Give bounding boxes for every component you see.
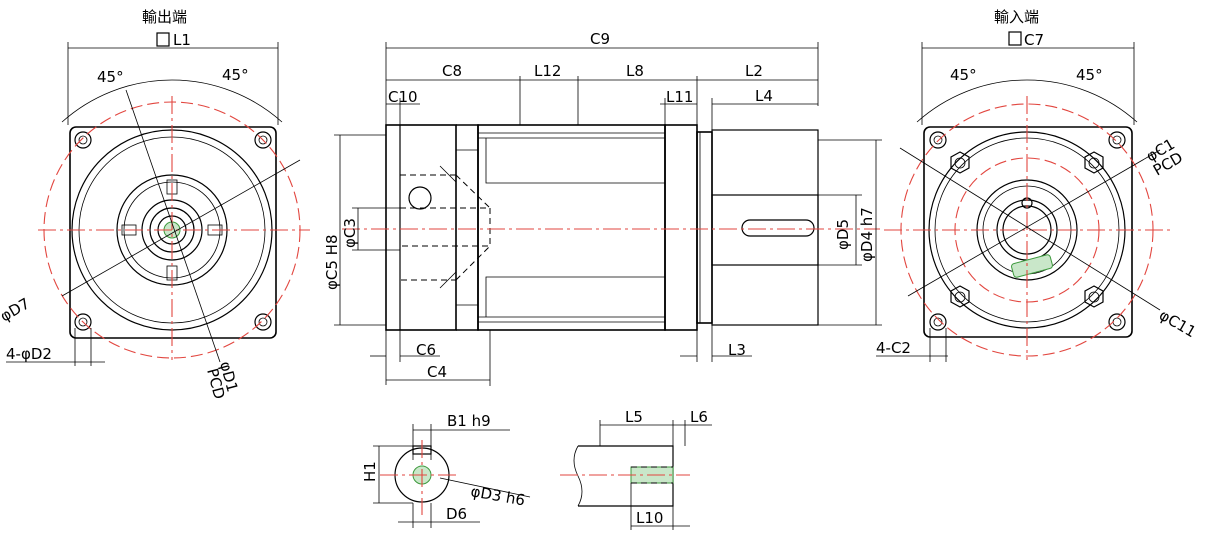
output-dia-d7: φD7 [0,294,33,325]
dim-c5: φC5 H8 [323,234,341,290]
output-holes-label: 4-φD2 [6,345,52,363]
input-square-label: C7 [1024,31,1044,49]
dim-l10: L10 [636,509,663,527]
input-angle-left: 45° [950,66,977,84]
output-square-label: L1 [173,31,191,49]
dim-c3: φC3 [341,218,359,248]
square-symbol-l1 [156,32,170,47]
input-corner-holes [929,131,1126,331]
dim-d5: φD5 [834,219,852,250]
input-dia-c11: φC11 [1156,306,1199,341]
output-end-title: 輸出端 [142,8,187,26]
dim-d4: φD4 h7 [858,207,876,262]
side-keyway [741,219,815,237]
input-end-title: 輸入端 [994,8,1039,26]
dim-l6: L6 [690,408,708,426]
input-angle-right: 45° [1076,66,1103,84]
side-gear-housing [477,124,666,331]
square-symbol-c7 [1008,31,1022,46]
dim-c8: C8 [442,62,462,80]
dim-h1: H1 [361,461,379,482]
input-hex-bolts [950,151,1104,308]
output-angle-left: 45° [97,68,124,86]
clamp-screw [1011,254,1053,278]
dim-l8: L8 [626,62,644,80]
dim-l12: L12 [534,62,561,80]
angle-arc [61,79,283,123]
dim-l3: L3 [728,341,746,359]
dim-c10: C10 [388,88,418,106]
input-holes-label: 4-C2 [876,339,911,357]
input-end-view: 輸入端 C7 45° 4 [876,8,1199,362]
dim-c4: C4 [427,363,447,381]
side-view: C9 C8 L12 L8 L2 C10 L11 L4 [323,30,882,386]
shaft-end-detail: L5 L6 L10 [560,408,712,530]
dim-l5: L5 [625,408,643,426]
key-section-detail: B1 h9 H1 φD3 h6 D6 [361,412,531,528]
output-flange-square [69,126,277,339]
dim-c6: C6 [416,341,436,359]
dim-c9: C9 [590,30,610,48]
dim-l11: L11 [666,88,693,106]
output-corner-holes [74,131,272,331]
dim-b1: B1 h9 [447,412,491,430]
input-flange-square [923,126,1133,338]
side-input-adapter [711,129,819,326]
side-output-flange [385,124,457,331]
dim-l4: L4 [755,87,773,105]
output-angle-right: 45° [222,66,249,84]
output-end-view: 輸出端 L1 45 [0,8,310,401]
dim-d6: D6 [446,505,467,523]
dim-l2: L2 [745,62,763,80]
dim-d3: φD3 h6 [469,482,526,509]
